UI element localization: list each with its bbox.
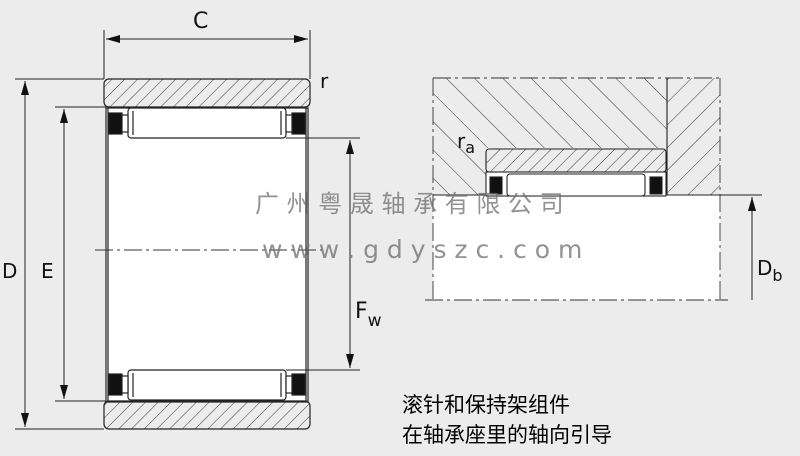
label-ra: ra <box>457 129 475 157</box>
cage-right-top <box>291 112 306 135</box>
caption-line-2: 在轴承座里的轴向引导 <box>402 423 612 447</box>
needle-roller-top <box>127 107 287 139</box>
cage-left <box>489 176 503 195</box>
label-D: D <box>2 259 17 283</box>
label-Db: Db <box>757 256 783 285</box>
housing <box>433 78 667 195</box>
label-r: r <box>320 69 329 93</box>
right-mounting-section <box>433 78 720 300</box>
watermark-company: 广 州 粤 晟 轴 承 有 限 公 司 <box>255 190 564 218</box>
cage-right-bottom <box>291 373 306 396</box>
left-bearing-section <box>103 78 311 430</box>
db-arrowhead <box>748 197 756 211</box>
outer-ring <box>485 148 667 173</box>
watermark-url: w w w . g d y s z c . c o m <box>262 235 583 264</box>
housing-shoulder <box>667 78 720 195</box>
cage-right <box>649 176 663 195</box>
outer-ring-top <box>103 78 311 108</box>
outer-ring-bottom <box>103 400 311 430</box>
caption-line-1: 滚针和保持架组件 <box>402 393 570 417</box>
needle-roller-bottom <box>127 369 287 401</box>
needle-roller <box>506 173 646 197</box>
label-C: C <box>193 9 208 34</box>
label-E: E <box>41 259 54 283</box>
cage-left-bottom <box>108 373 123 396</box>
frame-dashdot <box>425 77 728 302</box>
dimension-lines <box>15 30 360 430</box>
cage-left-top <box>108 112 123 135</box>
label-Fw: Fw <box>355 299 382 331</box>
